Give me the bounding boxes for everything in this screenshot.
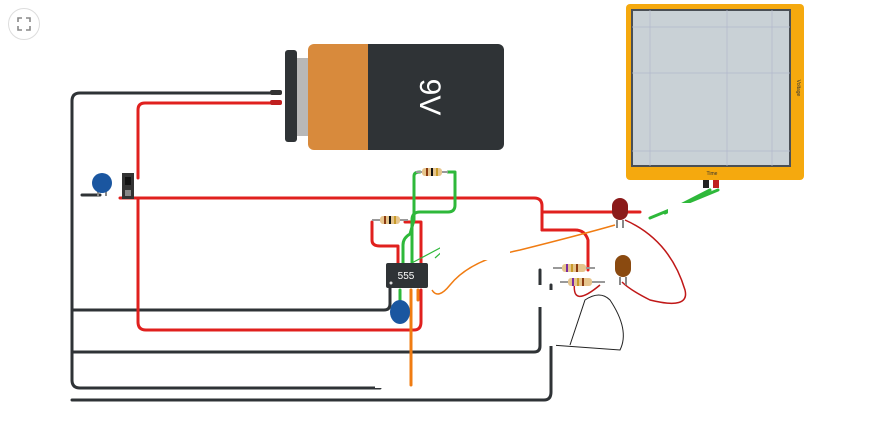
resistor-4[interactable] <box>560 278 605 286</box>
probe-terminal-black[interactable] <box>703 180 709 188</box>
canvas-artifacts <box>375 203 698 388</box>
orange-led[interactable] <box>615 255 631 285</box>
timer-ic-label: 555 <box>398 271 415 282</box>
orange-wires[interactable] <box>409 224 616 387</box>
resistor-3[interactable] <box>553 264 595 272</box>
resistor-2[interactable] <box>372 216 408 224</box>
oscilloscope-x-label: Time <box>707 171 718 177</box>
battery-label: 9V <box>413 79 446 116</box>
resistor[interactable] <box>416 168 448 176</box>
fit-view-icon <box>17 17 31 31</box>
ceramic-capacitor-2[interactable] <box>390 300 410 324</box>
battery-9v[interactable]: 9V <box>270 44 504 150</box>
ceramic-capacitor[interactable] <box>92 173 112 196</box>
oscilloscope[interactable]: Voltage Time <box>626 4 804 188</box>
black-wires[interactable] <box>70 91 624 402</box>
timer-ic-555[interactable]: 555 <box>386 263 428 288</box>
oscilloscope-grid <box>632 10 790 166</box>
fit-view-button[interactable] <box>8 8 40 40</box>
green-wires[interactable] <box>398 170 720 302</box>
red-led[interactable] <box>612 198 628 228</box>
oscilloscope-y-label: Voltage <box>795 80 801 97</box>
slide-switch[interactable] <box>122 173 134 199</box>
red-wires[interactable] <box>118 101 687 332</box>
probe-terminal-red[interactable] <box>713 180 719 188</box>
